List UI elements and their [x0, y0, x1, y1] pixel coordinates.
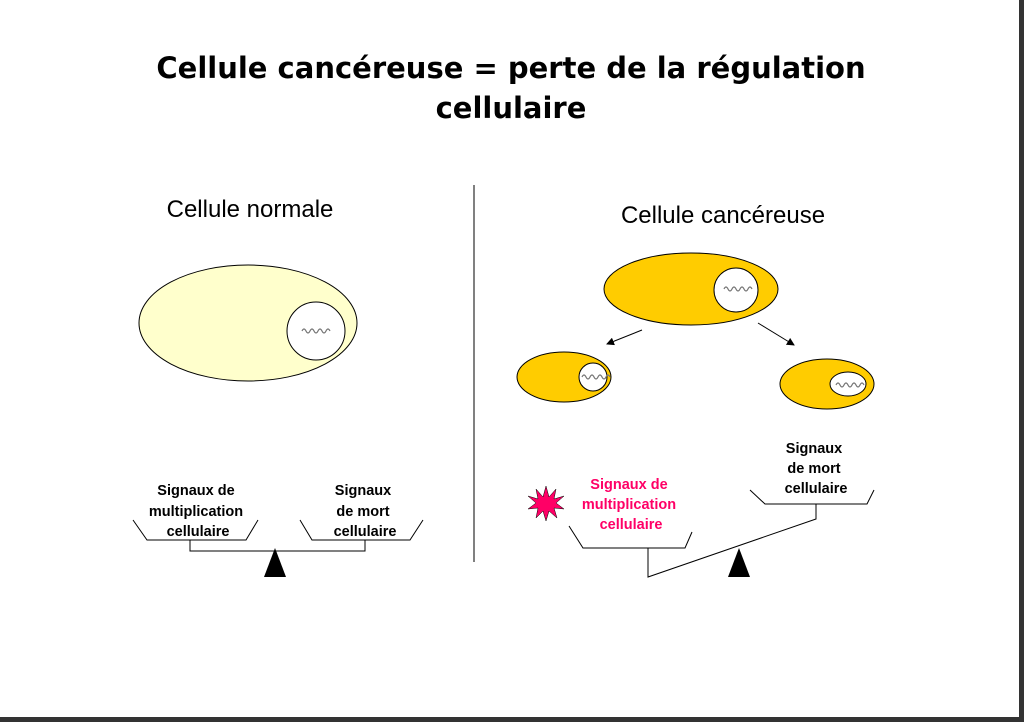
beam-tilted [647, 504, 817, 578]
daughter-cell-right [779, 358, 875, 410]
balance-normal: Signaux de multiplication cellulaire Sig… [132, 483, 424, 577]
balance-cancer: Signaux de multiplication cellulaire Sig… [527, 441, 875, 578]
nucleus [286, 301, 346, 361]
fulcrum [264, 548, 286, 577]
heading-cancer-cell: Cellule cancéreuse [621, 202, 825, 229]
beam [189, 540, 366, 552]
label-multiplication-signals: Signaux de multiplication cellulaire [582, 477, 680, 533]
fulcrum [728, 548, 750, 577]
heading-normal-cell: Cellule normale [167, 196, 334, 223]
label-death-signals: Signaux de mort cellulaire [785, 441, 848, 497]
label-death-signals: Signaux de mort cellulaire [334, 483, 397, 540]
label-multiplication-signals: Signaux de multiplication cellulaire [149, 483, 247, 540]
division-arrow-right [757, 322, 795, 346]
frame-edge-bottom [0, 717, 1024, 722]
pan-right [299, 519, 424, 541]
pan-left [132, 519, 259, 541]
cancer-cell [603, 252, 779, 326]
division-arrow-left [606, 329, 643, 346]
burst-icon [527, 485, 565, 522]
slide-title-line2: cellulaire [436, 91, 587, 125]
slide-title-line1: Cellule cancéreuse = perte de la régulat… [156, 51, 865, 85]
pan-left [568, 525, 693, 549]
frame-edge-right [1019, 0, 1024, 722]
normal-cell [138, 264, 358, 382]
daughter-cell-left [516, 351, 612, 403]
